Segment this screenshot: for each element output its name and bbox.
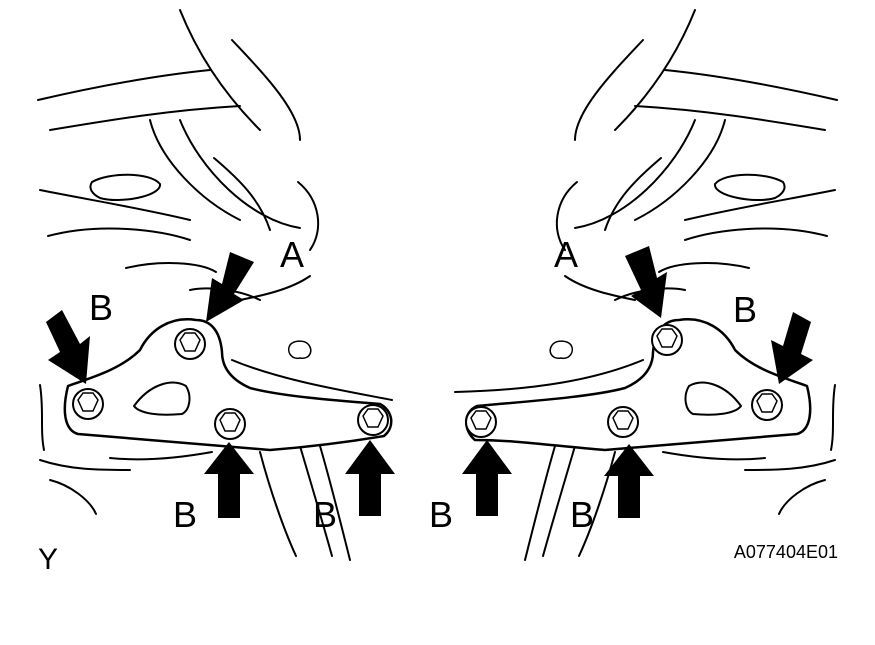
figure-code: A077404E01 [734, 542, 838, 562]
left-bolt-b-end [357, 404, 389, 436]
left-label-b-outer: B [89, 287, 113, 328]
left-view: A B B B [37, 9, 395, 561]
right-background-structure [454, 9, 838, 561]
left-bracket [63, 318, 393, 452]
right-arrow-a [625, 246, 667, 318]
left-arrow-b-middle [204, 442, 254, 518]
right-bolt-b-outer [751, 389, 783, 421]
right-bracket-cutout [684, 381, 742, 416]
view-label: Y [38, 543, 58, 576]
left-arrow-b-outer [46, 310, 90, 384]
left-bolt-a [174, 328, 206, 360]
right-arrow-b-outer [771, 312, 813, 384]
right-view [454, 9, 838, 561]
left-arrow-a [206, 252, 254, 322]
right-label-b-middle: B [570, 494, 594, 535]
left-bolt-b-outer [72, 388, 104, 420]
right-bolt-b-end [465, 406, 497, 438]
right-label-b-end: B [429, 494, 453, 535]
left-bracket-cutout [133, 381, 191, 416]
right-label-b-outer: B [733, 289, 757, 330]
left-arrow-b-end [345, 440, 395, 516]
left-label-b-end: B [313, 494, 337, 535]
right-arrow-b-end [462, 440, 512, 516]
right-arrow-b-middle [604, 444, 654, 518]
right-bolt-b-middle [607, 406, 639, 438]
right-label-a: A [554, 234, 578, 275]
right-bracket [465, 318, 812, 452]
left-label-b-middle: B [173, 494, 197, 535]
left-bolt-b-middle [214, 408, 246, 440]
right-bolt-a [651, 324, 683, 356]
left-label-a: A [280, 234, 304, 275]
